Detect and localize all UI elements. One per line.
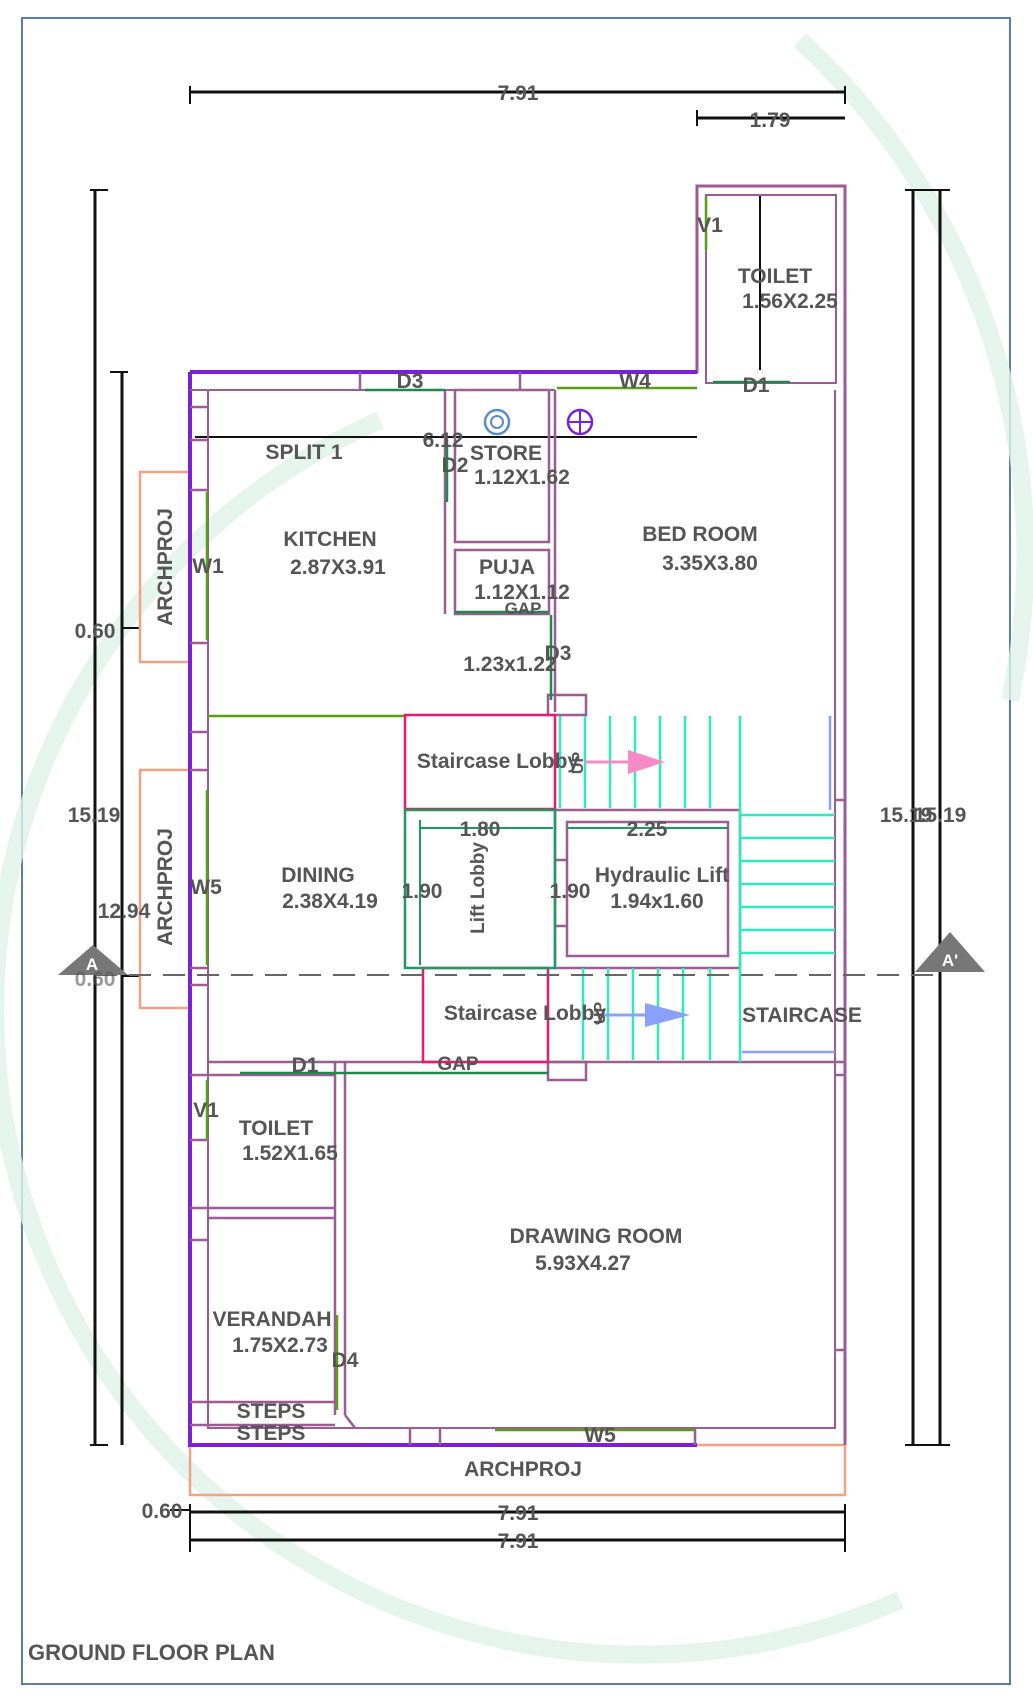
toilet-bottom-name: TOILET bbox=[239, 1117, 313, 1140]
doors bbox=[240, 380, 790, 1075]
opening-w5-bottom: W5 bbox=[584, 1424, 616, 1447]
dim-left-inner: 12.94 bbox=[98, 900, 151, 923]
drawing-room-name: DRAWING ROOM bbox=[510, 1225, 683, 1248]
fixture-symbol-blue-icon bbox=[483, 408, 511, 436]
dim-bottom-width-2: 7.91 bbox=[498, 1530, 539, 1553]
verandah-size: 1.75X2.73 bbox=[232, 1334, 328, 1357]
dim-bottom-width-1: 7.91 bbox=[498, 1502, 539, 1525]
dim-left-proj: 0.60 bbox=[75, 620, 116, 643]
steps-2: STEPS bbox=[237, 1422, 306, 1445]
fixtures bbox=[483, 408, 594, 436]
split-label: SPLIT 1 bbox=[265, 441, 342, 464]
watermark bbox=[0, 33, 1033, 1664]
staircase-name: STAIRCASE bbox=[742, 1004, 862, 1027]
toilet-top-size: 1.56X2.25 bbox=[742, 290, 838, 313]
bedroom-size: 3.35X3.80 bbox=[662, 552, 758, 575]
dim-right-inner: 15.19 bbox=[914, 804, 967, 827]
steps-1: STEPS bbox=[237, 1400, 306, 1423]
archproj-left-top: ARCHPROJ bbox=[154, 508, 177, 626]
opening-d1-bottom: D1 bbox=[292, 1054, 319, 1077]
section-marker-left bbox=[58, 945, 128, 975]
opening-v1-bottom: V1 bbox=[193, 1099, 219, 1122]
windows bbox=[205, 196, 708, 1432]
staircase-lobby-upper: Staircase Lobby bbox=[417, 750, 580, 773]
gap-top-size: 1.23x1.22 bbox=[463, 653, 556, 676]
opening-w4: W4 bbox=[619, 370, 651, 393]
archproj-left-bottom: ARCHPROJ bbox=[154, 828, 177, 946]
dining-name: DINING bbox=[281, 864, 355, 887]
gap-bottom: GAP bbox=[437, 1054, 479, 1075]
opening-d3-top: D3 bbox=[397, 370, 424, 393]
store-size: 1.12X1.62 bbox=[474, 466, 570, 489]
dim-right-outer: 15.19 bbox=[880, 804, 933, 827]
plan-title: GROUND FLOOR PLAN bbox=[28, 1640, 275, 1665]
section-marker-right bbox=[915, 932, 985, 972]
staircase bbox=[403, 713, 835, 1064]
dining-size: 2.38X4.19 bbox=[282, 890, 378, 913]
dim-top-width: 7.91 bbox=[498, 82, 539, 105]
staircase-up-upper: UP bbox=[570, 752, 587, 775]
drawing-room-size: 5.93X4.27 bbox=[535, 1252, 631, 1275]
staircase-lobby-lower: Staircase Lobby bbox=[444, 1002, 607, 1025]
gap-top-name: GAP bbox=[505, 599, 542, 618]
archproj-bottom: ARCHPROJ bbox=[464, 1458, 582, 1481]
opening-d1-top: D1 bbox=[743, 374, 770, 397]
puja-size: 1.12X1.12 bbox=[474, 581, 570, 604]
puja-name: PUJA bbox=[479, 556, 535, 579]
verandah-name: VERANDAH bbox=[212, 1308, 331, 1331]
dim-bottom-proj: 0.60 bbox=[142, 1500, 183, 1523]
hydraulic-lift-name: Hydraulic Lift bbox=[595, 864, 729, 887]
opening-w5-left: W5 bbox=[190, 876, 222, 899]
dim-lift-width: 2.25 bbox=[627, 818, 668, 841]
lift-lobby-name: Lift Lobby bbox=[468, 842, 489, 934]
dim-lift-lobby-height: 1.90 bbox=[402, 880, 443, 903]
dim-lift-height: 1.90 bbox=[550, 880, 591, 903]
hydraulic-lift-size: 1.94x1.60 bbox=[610, 890, 703, 913]
opening-d4: D4 bbox=[332, 1349, 359, 1372]
opening-v1-top: V1 bbox=[697, 214, 723, 237]
dim-left-outer: 15.19 bbox=[68, 804, 121, 827]
store-name: STORE bbox=[470, 442, 542, 465]
dim-split-length: 6.12 bbox=[423, 429, 464, 452]
dim-lift-lobby-width: 1.80 bbox=[460, 818, 501, 841]
opening-d3-mid: D3 bbox=[545, 642, 572, 665]
section-marker-right-label: A' bbox=[942, 951, 958, 970]
staircase-up-lower: UP bbox=[592, 1002, 609, 1025]
toilet-bottom-size: 1.52X1.65 bbox=[242, 1142, 338, 1165]
kitchen-name: KITCHEN bbox=[283, 528, 376, 551]
dim-left-proj-b: 0.60 bbox=[75, 968, 116, 991]
kitchen-size: 2.87X3.91 bbox=[290, 556, 386, 579]
bedroom-name: BED ROOM bbox=[642, 523, 758, 546]
dim-top-toilet: 1.79 bbox=[750, 109, 791, 132]
opening-w1: W1 bbox=[192, 555, 224, 578]
section-marker-left-label: A bbox=[86, 955, 98, 974]
opening-d2: D2 bbox=[442, 454, 469, 477]
toilet-top-name: TOILET bbox=[738, 265, 812, 288]
